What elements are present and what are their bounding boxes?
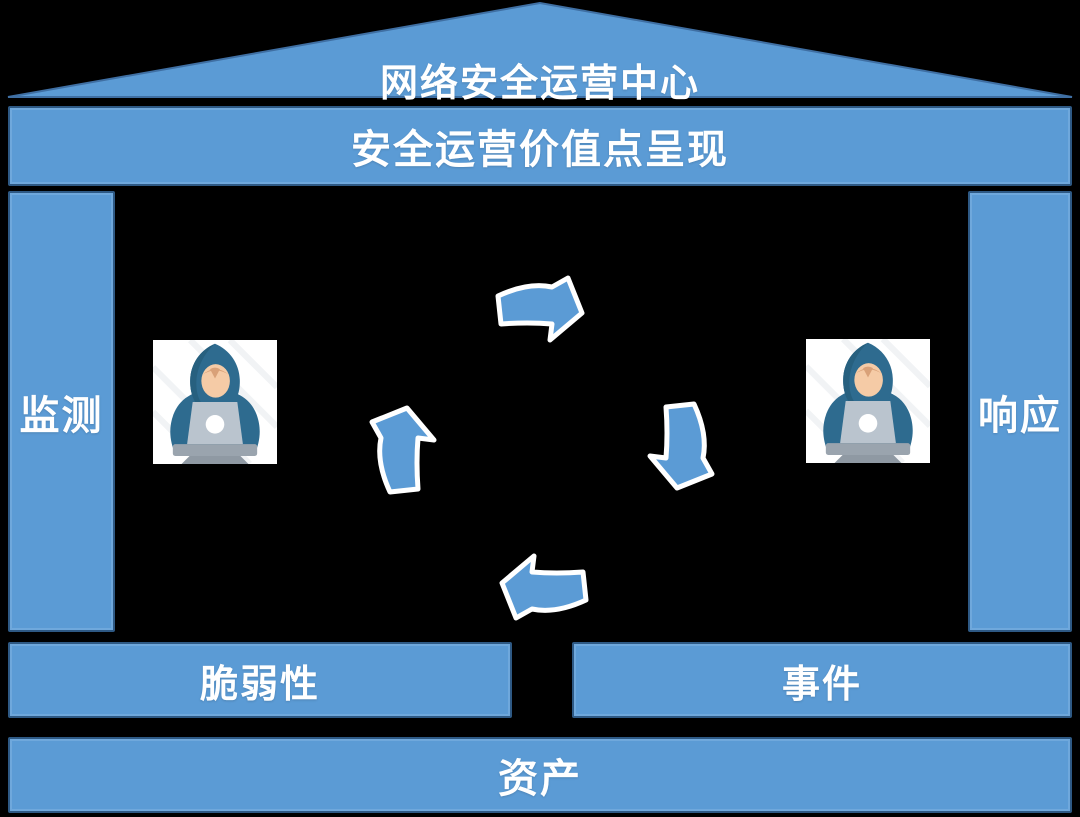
pillar-monitoring-label: 监测 — [19, 393, 104, 438]
pillar-response-label: 响应 — [978, 393, 1062, 438]
pillar-monitoring: 监测 — [8, 191, 115, 632]
block-vulnerability-label: 脆弱性 — [199, 663, 320, 706]
cycle-arrow-top — [495, 275, 585, 343]
cycle-arrow-right — [650, 404, 712, 488]
block-asset-label: 资产 — [498, 757, 582, 801]
roof-title: 网络安全运营中心 — [379, 63, 700, 105]
cycle-arrow-bottom — [502, 556, 586, 618]
banner-label: 安全运营价值点呈现 — [351, 128, 729, 172]
roof-triangle — [7, 1, 1073, 98]
banner-bar: 安全运营价值点呈现 — [8, 106, 1072, 186]
block-vulnerability: 脆弱性 — [8, 642, 512, 718]
block-asset: 资产 — [8, 737, 1072, 813]
block-incident-label: 事件 — [781, 663, 862, 706]
pillar-response: 响应 — [968, 191, 1072, 632]
hacker-at-laptop-icon — [806, 337, 930, 465]
block-incident: 事件 — [572, 642, 1072, 718]
cycle-arrow-left — [372, 408, 434, 492]
hacker-at-laptop-icon — [153, 338, 277, 466]
